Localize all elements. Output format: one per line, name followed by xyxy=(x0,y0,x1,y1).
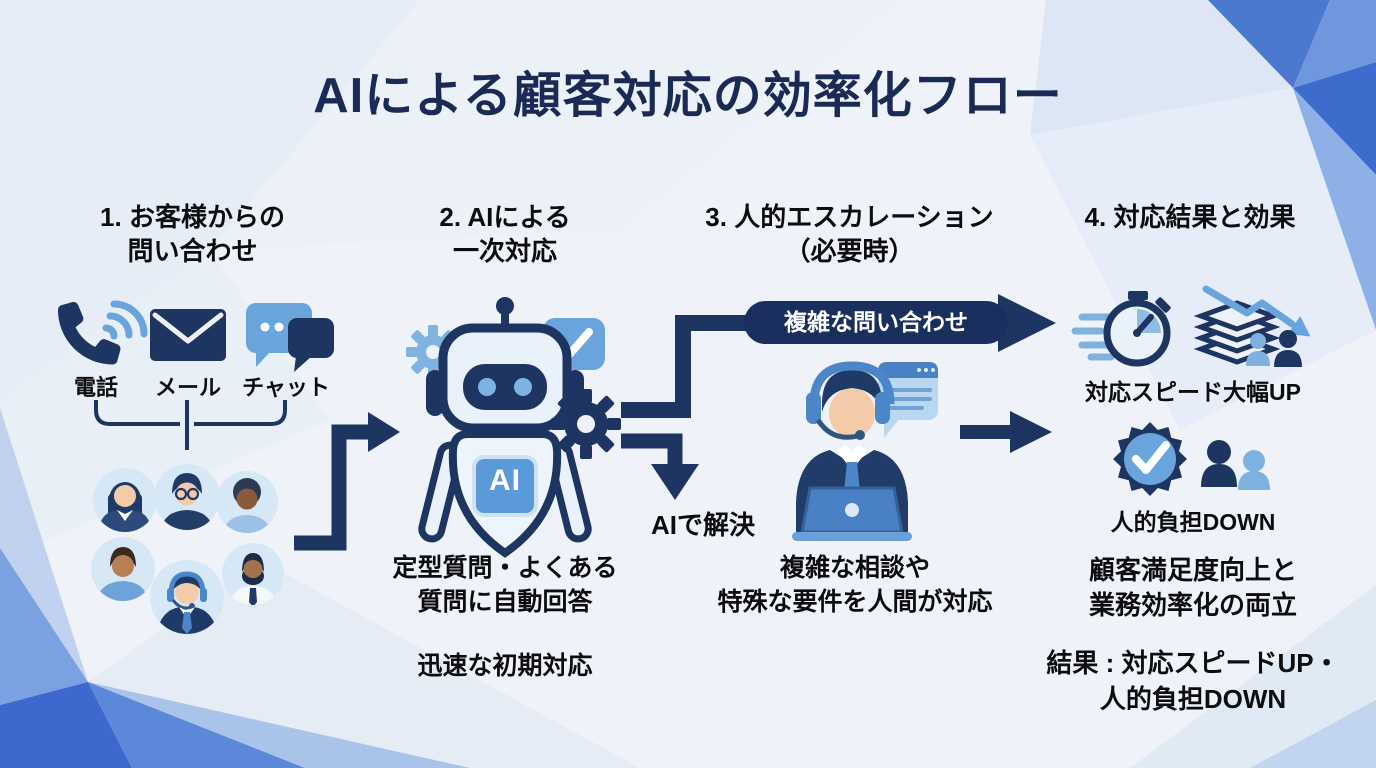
step4-caption-line1: 顧客満足度向上と xyxy=(1088,555,1297,585)
ai-resolved-label: AIで解決 xyxy=(650,510,755,540)
step2-header: 2. AIによる 一次対応 xyxy=(390,200,620,268)
step4-header: 4. 対応結果と効果 xyxy=(1040,200,1340,234)
step2-header-line2: 一次対応 xyxy=(452,236,557,266)
step3-header-line1: 3. 人的エスカレーション xyxy=(705,202,994,232)
phone-icon xyxy=(58,300,148,365)
mail-label: メール xyxy=(154,375,221,400)
avatar-man-beard xyxy=(222,543,284,605)
step2-caption-line2: 質問に自動回答 xyxy=(417,588,593,616)
gear-large-icon xyxy=(551,389,621,459)
step1-header-line1: 1. お客様からの xyxy=(100,202,285,232)
agent-chat-window-icon xyxy=(878,362,938,438)
speed-up-label: 対応スピード大幅UP xyxy=(1085,379,1301,405)
verified-badge-icon xyxy=(1113,422,1187,496)
chat-icon xyxy=(246,303,334,372)
stopwatch-icon xyxy=(1071,291,1171,367)
step3-caption-line1: 複雑な相談や xyxy=(779,554,930,582)
avatar-man-2 xyxy=(91,537,155,601)
step3-caption-line2: 特殊な要件を人間が対応 xyxy=(717,588,993,616)
robot-ai-badge xyxy=(472,455,538,517)
step3-caption: 複雑な相談や 特殊な要件を人間が対応 xyxy=(652,551,1058,619)
support-agent-icon xyxy=(792,361,912,541)
arrow-agent-to-results xyxy=(960,411,1052,453)
step4-header-line1: 4. 対応結果と効果 xyxy=(1084,202,1296,232)
step3-header: 3. 人的エスカレーション （必要時） xyxy=(662,200,1037,268)
step3-header-line2: （必要時） xyxy=(784,236,915,266)
customer-group xyxy=(91,464,284,634)
step4-result-line1: 結果 : 対応スピードUP・ xyxy=(1046,648,1340,678)
step2-caption-line1: 定型質問・よくある xyxy=(392,554,618,582)
mail-icon xyxy=(150,309,226,361)
page-title: AIによる顧客対応の効率化フロー xyxy=(313,69,1063,123)
load-down-label: 人的負担DOWN xyxy=(1110,509,1276,535)
step4-result: 結果 : 対応スピードUP・ 人的負担DOWN xyxy=(1022,645,1364,717)
avatar-man-glasses xyxy=(154,464,220,530)
step1-header-line2: 問い合わせ xyxy=(127,236,258,266)
step4-caption-line2: 業務効率化の両立 xyxy=(1088,590,1297,620)
step1-header: 1. お客様からの 問い合わせ xyxy=(55,200,330,268)
avatar-agent-headset xyxy=(150,560,224,634)
avatar-woman-1 xyxy=(93,468,157,532)
chat-label: チャット xyxy=(242,375,330,400)
avatar-woman-2 xyxy=(216,471,278,533)
decrease-arrow-icon xyxy=(1202,285,1311,337)
arrow-customers-to-ai xyxy=(294,412,400,551)
arrow-ai-resolved xyxy=(621,433,699,500)
channel-connector xyxy=(94,400,287,450)
people-pair-small-icon xyxy=(1246,330,1302,367)
phone-label: 電話 xyxy=(73,375,118,400)
step2-caption: 定型質問・よくある 質問に自動回答 xyxy=(358,551,652,619)
step2-header-line1: 2. AIによる xyxy=(439,202,571,232)
step4-result-line2: 人的負担DOWN xyxy=(1099,684,1287,714)
escalation-arrow-label: 複雑な問い合わせ xyxy=(744,301,1008,344)
robot-ai-badge-label: AI xyxy=(489,464,521,497)
step4-caption: 顧客満足度向上と 業務効率化の両立 xyxy=(1038,553,1348,623)
people-pair-large-icon xyxy=(1201,440,1270,490)
step2-subcaption: 迅速な初期対応 xyxy=(417,652,593,680)
